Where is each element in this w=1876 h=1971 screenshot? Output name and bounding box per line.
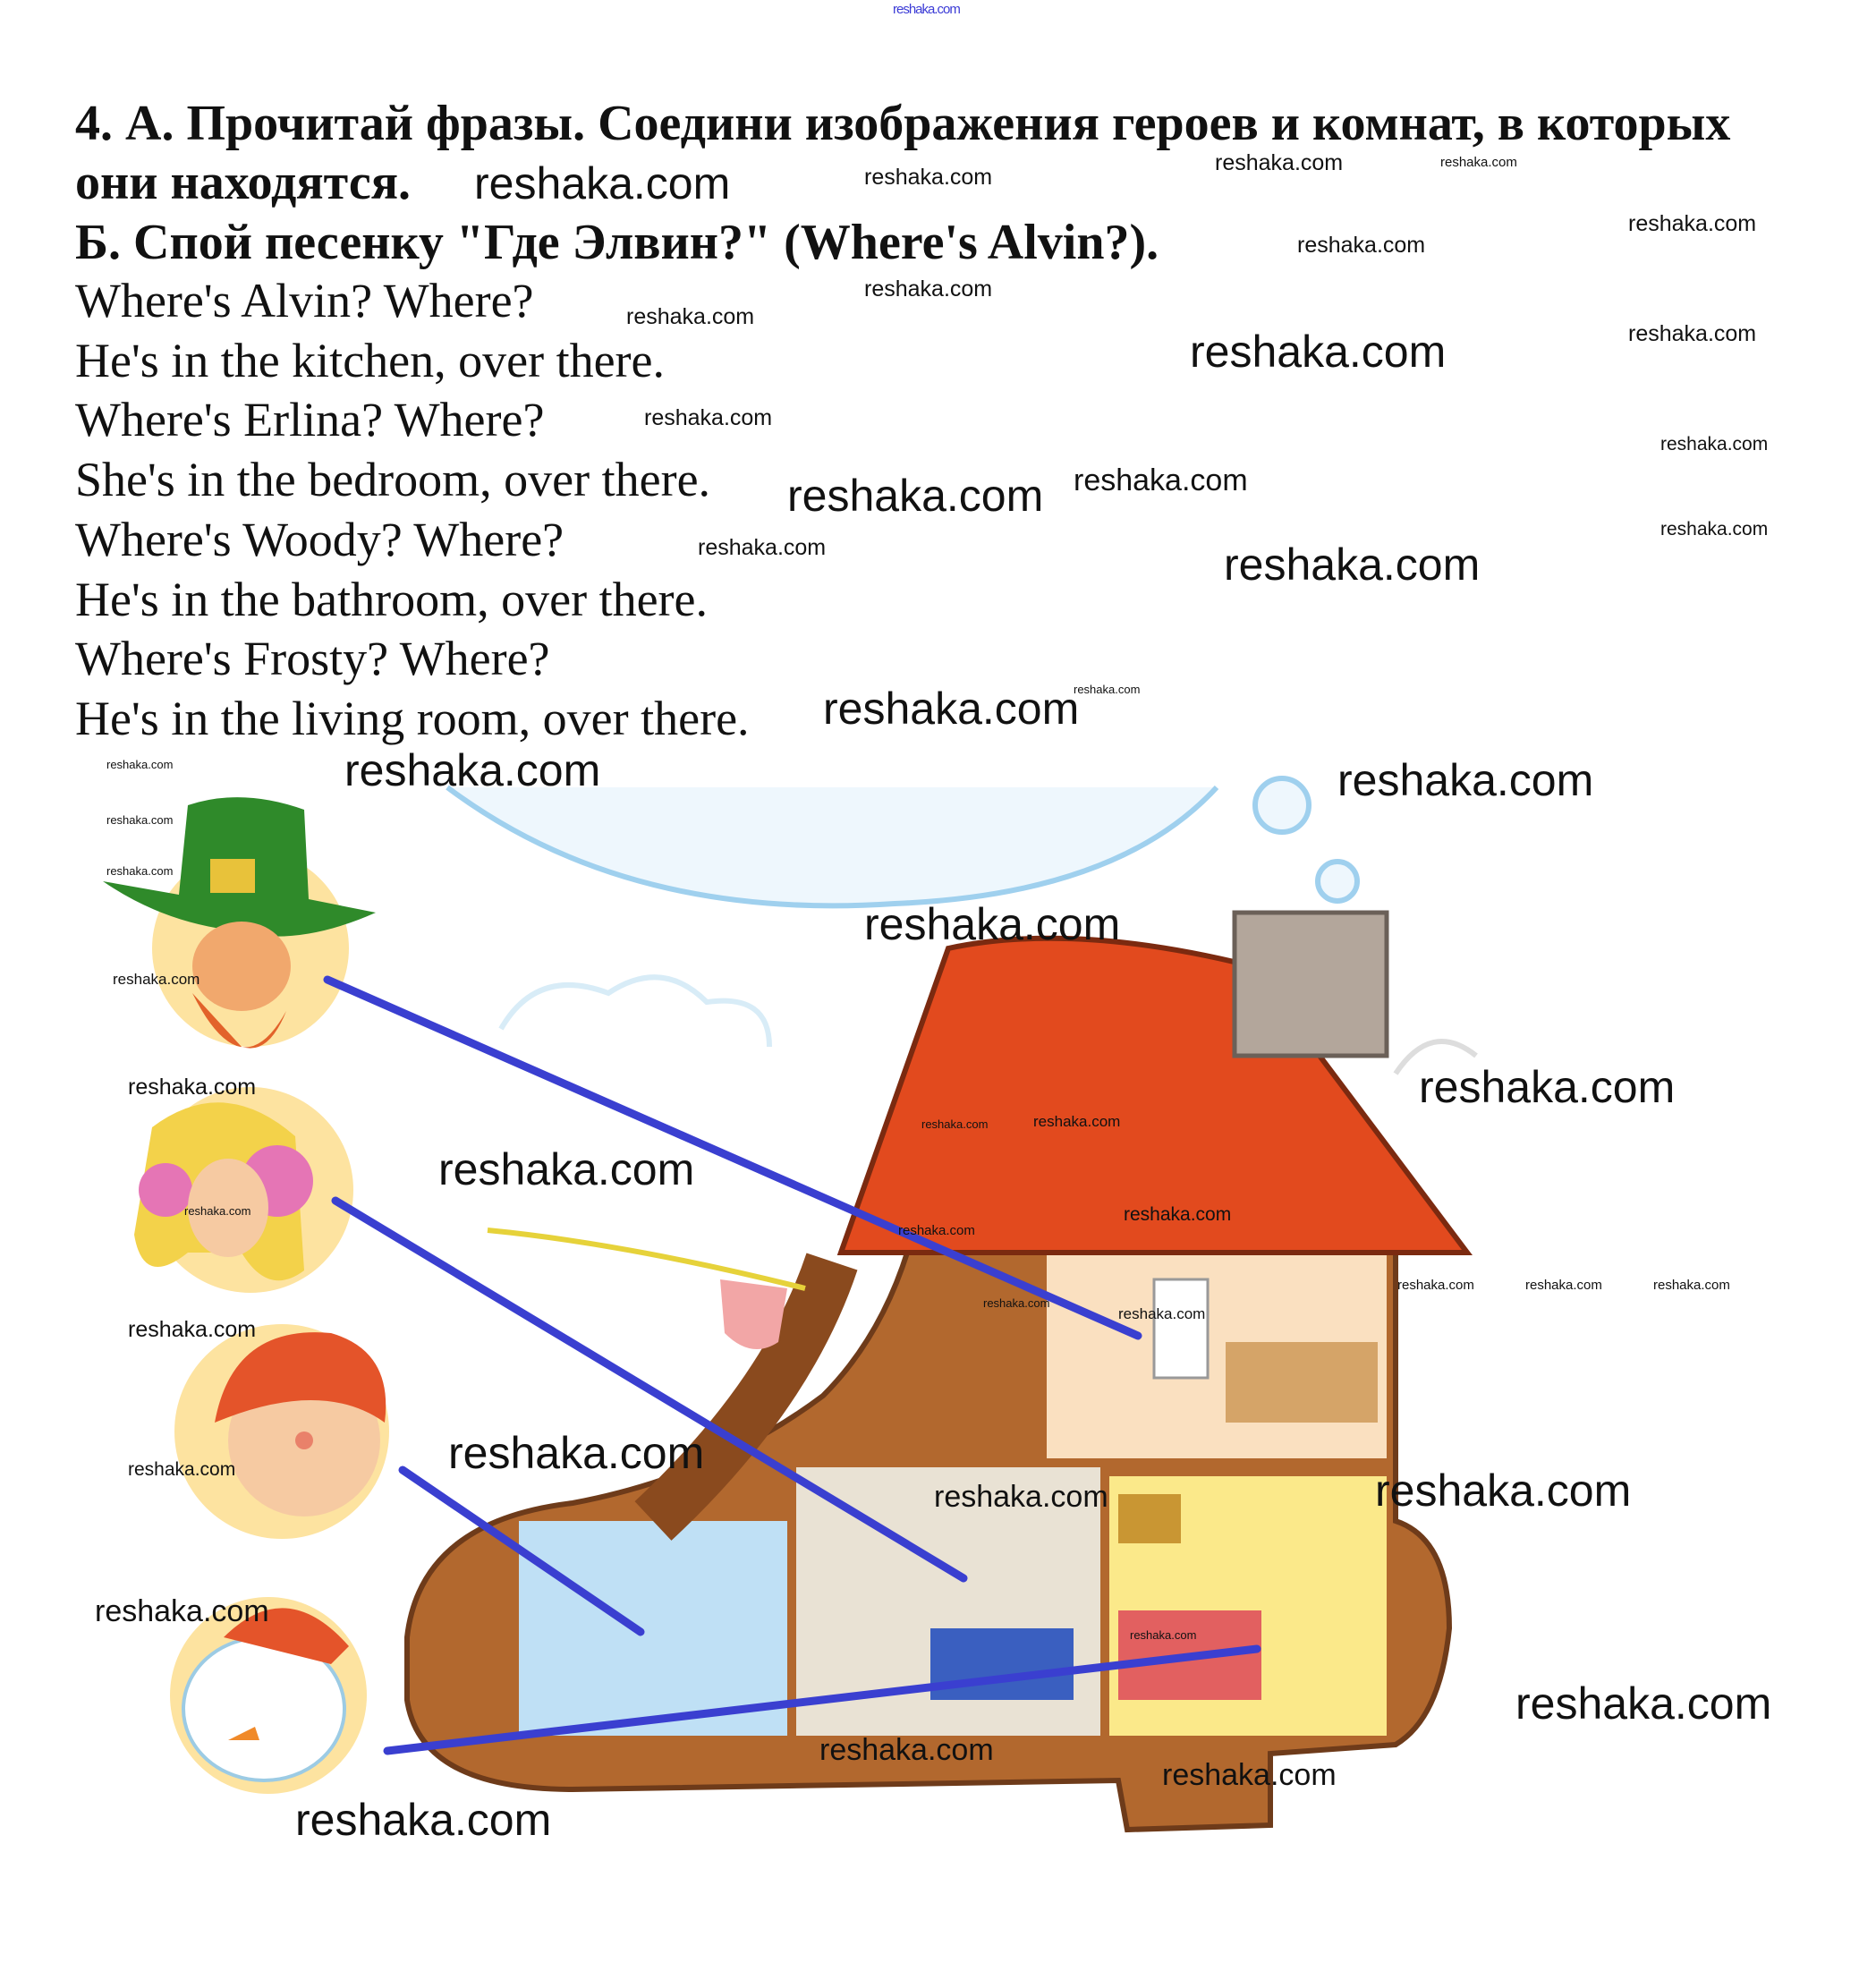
watermark: reshaka.com <box>864 276 993 302</box>
watermark: reshaka.com <box>1162 1758 1337 1792</box>
connection-lines <box>323 975 1261 1755</box>
task-subtitle: Б. Спой песенку "Где Элвин?" (Where's Al… <box>75 215 1159 270</box>
characters <box>103 797 389 1794</box>
watermark: reshaka.com <box>644 405 773 430</box>
watermark: reshaka.com <box>106 864 174 878</box>
watermark: reshaka.com <box>1337 755 1594 805</box>
watermark: reshaka.com <box>1224 539 1481 590</box>
song-line: She's in the bedroom, over there. <box>75 453 711 506</box>
song-line: He's in the kitchen, over there. <box>75 334 665 387</box>
watermark: reshaka.com <box>1419 1062 1676 1112</box>
song-line: He's in the bathroom, over there. <box>75 573 709 626</box>
song-line: Where's Frosty? Where? <box>75 632 550 685</box>
watermark: reshaka.com <box>1660 519 1769 539</box>
frosty-character <box>170 1597 367 1794</box>
song-line: He's in the living room, over there. <box>75 692 750 745</box>
watermark: reshaka.com <box>1628 321 1757 346</box>
erlina-character <box>134 1087 353 1293</box>
watermark: reshaka.com <box>95 1594 269 1628</box>
watermark: reshaka.com <box>1130 1628 1197 1642</box>
watermark: reshaka.com <box>128 1317 257 1342</box>
watermark: reshaka.com <box>1074 463 1248 497</box>
watermark: reshaka.com <box>1124 1204 1232 1225</box>
watermark: reshaka.com <box>448 1428 705 1478</box>
watermark: reshaka.com <box>1525 1278 1602 1293</box>
watermark: reshaka.com <box>823 684 1080 734</box>
watermark: reshaka.com <box>474 158 731 208</box>
watermark: reshaka.com <box>1628 211 1757 236</box>
watermark: reshaka.com <box>934 1480 1108 1514</box>
watermark: reshaka.com <box>1033 1113 1121 1130</box>
watermark: reshaka.com <box>1074 683 1141 696</box>
boot-house <box>404 910 1473 1833</box>
line-alvin-kitchen <box>323 975 1142 1340</box>
watermark: reshaka.com <box>1653 1278 1730 1293</box>
watermark: reshaka.com <box>113 971 200 988</box>
watermark: reshaka.com <box>295 1795 552 1845</box>
watermark: reshaka.com <box>864 165 993 190</box>
watermark: reshaka.com <box>626 304 755 329</box>
watermark: reshaka.com <box>819 1733 994 1767</box>
song-line: Where's Alvin? Where? <box>75 274 534 327</box>
watermark: reshaka.com <box>864 899 1121 949</box>
task-title-line-2: они находятся. <box>75 155 412 210</box>
watermark: reshaka.com <box>1660 434 1769 455</box>
watermark: reshaka.com <box>1397 1278 1474 1293</box>
watermark: reshaka.com <box>106 758 174 771</box>
watermark: reshaka.com <box>128 1459 236 1480</box>
watermark: reshaka.com <box>1118 1305 1206 1322</box>
watermark: reshaka.com <box>921 1117 989 1131</box>
watermark: reshaka.com <box>1297 233 1426 258</box>
watermark: reshaka.com <box>1190 327 1447 377</box>
site-link[interactable]: reshaka.com <box>893 2 961 17</box>
watermark: reshaka.com <box>1215 150 1344 175</box>
line-erlina-bedroom <box>331 1196 968 1583</box>
line-woody-bathroom <box>398 1466 645 1636</box>
alvin-character <box>103 797 376 1049</box>
watermark: reshaka.com <box>438 1144 695 1194</box>
task-title-line-1: 4. А. Прочитай фразы. Соедини изображени… <box>75 96 1731 151</box>
watermark: reshaka.com <box>898 1223 975 1238</box>
watermark: reshaka.com <box>1375 1466 1632 1516</box>
watermark: reshaka.com <box>1515 1678 1772 1729</box>
watermark: reshaka.com <box>128 1075 257 1100</box>
watermark: reshaka.com <box>1440 155 1517 170</box>
watermark: reshaka.com <box>344 745 601 795</box>
woody-character <box>174 1324 389 1539</box>
song-line: Where's Erlina? Where? <box>75 393 545 446</box>
song-line: Where's Woody? Where? <box>75 513 564 566</box>
watermark: reshaka.com <box>787 471 1044 521</box>
watermark: reshaka.com <box>698 535 827 560</box>
sky-clouds <box>446 776 1478 1075</box>
watermark: reshaka.com <box>106 813 174 827</box>
line-frosty-living-room <box>383 1644 1261 1755</box>
watermark: reshaka.com <box>983 1296 1050 1310</box>
watermark: reshaka.com <box>184 1204 251 1218</box>
